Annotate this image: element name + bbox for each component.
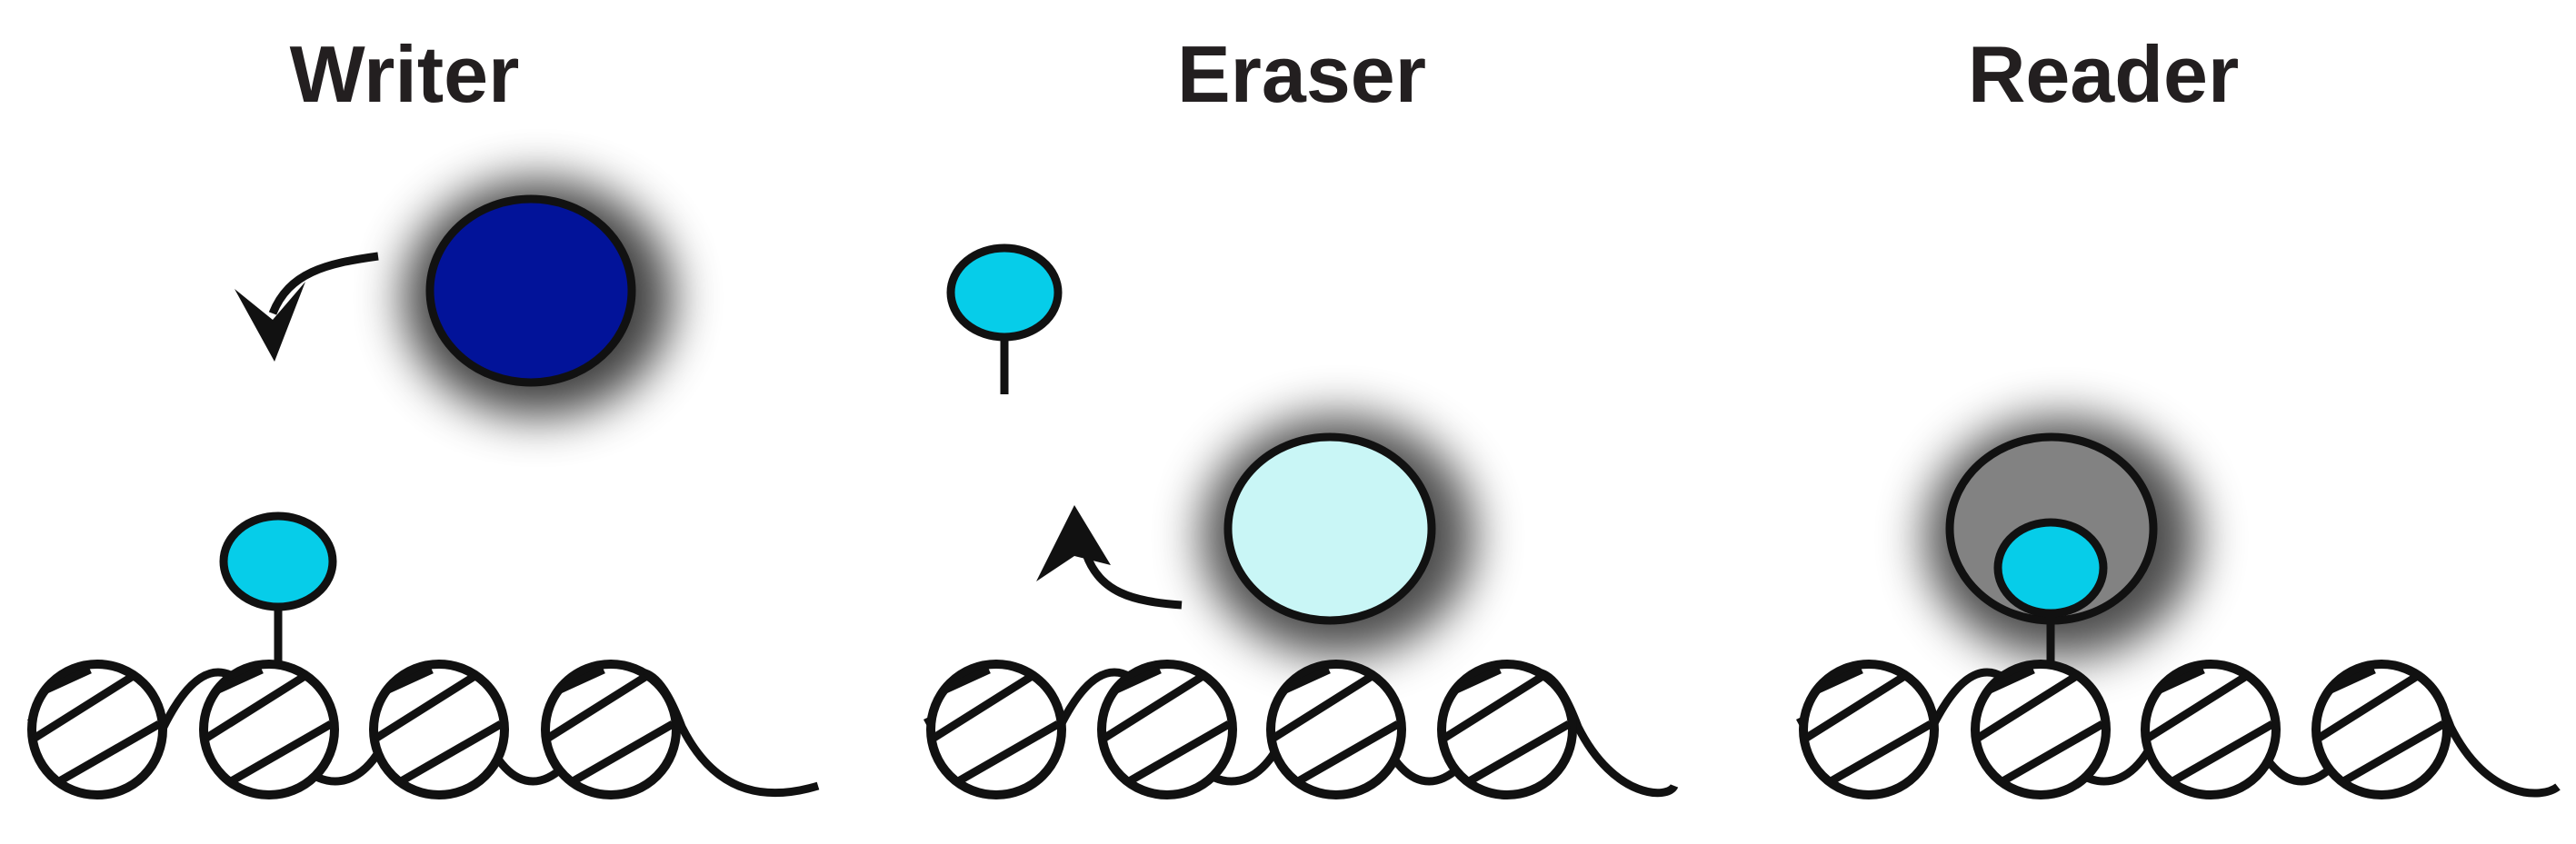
writer-nucleosome	[204, 664, 334, 795]
writer-nucleosome	[32, 664, 163, 795]
reader-histone-mark	[1993, 518, 2108, 618]
writer-title: Writer	[290, 29, 520, 119]
writer-enzyme	[425, 194, 636, 387]
writer-nucleosome	[374, 664, 504, 795]
reader-nucleosome	[2145, 664, 2276, 795]
reader-nucleosome	[2316, 664, 2447, 795]
writer-arrow	[268, 252, 379, 315]
eraser-nucleosome	[931, 664, 1062, 795]
eraser-nucleosome	[1271, 664, 1402, 795]
writer-nucleosome	[545, 664, 676, 795]
writer-panel: Writer	[26, 29, 820, 795]
writer-arrowhead	[235, 282, 305, 362]
eraser-arrowhead	[1036, 505, 1111, 581]
eraser-nucleosome	[1442, 664, 1573, 795]
eraser-removed-mark	[946, 243, 1063, 342]
reader-nucleosome	[1803, 664, 1934, 795]
eraser-arrow	[1082, 552, 1183, 610]
eraser-panel: Eraser	[923, 29, 1679, 795]
eraser-title: Eraser	[1177, 29, 1426, 119]
eraser-nucleosome	[1102, 664, 1233, 795]
reader-title: Reader	[1968, 29, 2239, 119]
eraser-enzyme	[1223, 432, 1436, 625]
reader-panel: Reader	[1795, 29, 2561, 795]
writer-histone-mark	[219, 511, 337, 611]
reader-nucleosome	[1975, 664, 2106, 795]
